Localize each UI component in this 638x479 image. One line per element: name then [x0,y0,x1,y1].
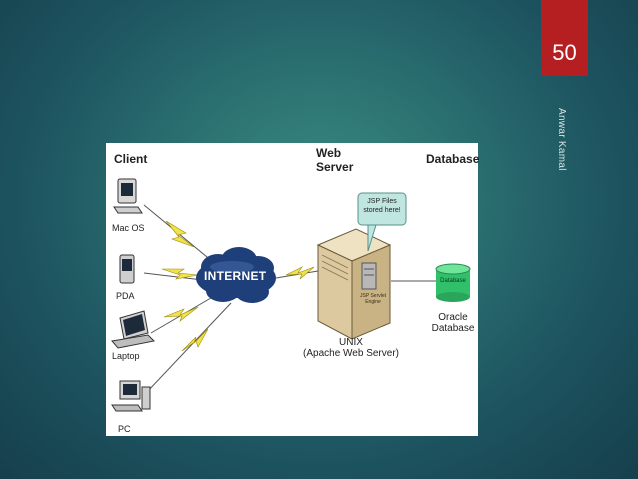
callout-text: JSP Files stored here! [363,198,401,214]
client-label-pda: PDA [116,291,135,301]
internet-cloud-icon [196,247,276,303]
lightning-icon [161,268,199,280]
lightning-bolts [161,220,315,352]
db-caption-line2: Database [431,323,475,334]
lightning-icon [285,266,315,280]
network-diagram: Client Web Server Database Mac OS PDA La… [106,143,480,436]
pda-icon [119,254,135,284]
engine-label: JSP Servlet Engine [359,293,387,305]
web-server-heading: Web Server [316,146,354,174]
author-name: Anwar Kamal [556,108,567,171]
page-number-badge: 50 [541,0,588,76]
client-heading: Client [114,152,148,166]
pc-icon [111,380,151,412]
laptop-icon [111,310,156,349]
server-icon [316,228,392,340]
server-caption-line1: UNIX [339,337,363,348]
diagram-graphics [111,178,471,412]
db-caption-line1: Oracle [438,312,468,323]
page-number: 50 [552,40,577,65]
database-icon [435,263,471,302]
database-heading: Database [426,152,480,166]
mac-icon [113,178,143,214]
client-label-macos: Mac OS [112,223,145,233]
server-caption-line2: (Apache Web Server) [303,348,399,359]
callout-bubble [357,192,407,252]
client-label-pc: PC [118,424,131,434]
client-label-laptop: Laptop [112,351,140,361]
db-cylinder-label: Database [440,278,466,284]
lightning-icon [163,306,199,322]
connection-lines [143,204,436,394]
internet-label: INTERNET [204,269,267,283]
lightning-icon [181,328,209,352]
lightning-icon [165,220,195,248]
